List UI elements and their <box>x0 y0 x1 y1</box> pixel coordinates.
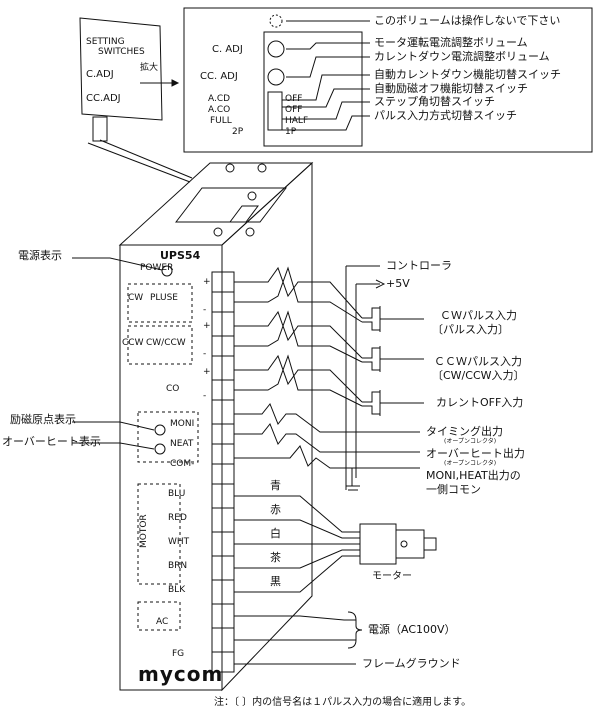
term-brn: BRN <box>168 561 188 571</box>
frame-ground-label: フレームグラウンド <box>362 657 461 670</box>
setting-label: SETTING <box>86 37 125 47</box>
zoom-label: 拡大 <box>140 63 159 73</box>
moni-heat-label-2: 一側コモン <box>426 483 481 496</box>
motor-body <box>359 523 397 565</box>
origin-display-label: 励磁原点表示 <box>10 413 76 426</box>
power-supply-label: 電源（AC100V） <box>368 623 456 636</box>
note-0: このボリュームは操作しないで下さい <box>374 14 561 27</box>
ccw-plus: + <box>203 321 211 331</box>
switch-aco: A.CO <box>208 105 231 115</box>
co-plus: + <box>203 367 211 377</box>
cw-input-sub: 〔パルス入力〕 <box>432 323 509 336</box>
com-label: COM- <box>170 459 195 469</box>
switch-1p: 1P <box>285 127 297 137</box>
driver-top-face <box>118 162 314 246</box>
cc-adj-knob-icon <box>267 68 285 86</box>
ccw-label: CCW <box>122 338 144 348</box>
note-2: カレントダウン電流調整ボリューム <box>374 50 550 63</box>
dip-block-small <box>92 116 108 142</box>
note-6: パルス入力方式切替スイッチ <box>374 109 517 122</box>
cw-input-label: ＣＷパルス入力 <box>440 309 517 322</box>
term-blk: BLK <box>168 585 186 595</box>
wire-white: 白 <box>270 527 281 540</box>
callout-box <box>183 7 593 153</box>
term-red: RED <box>168 513 187 523</box>
term-wht: WHT <box>168 537 190 547</box>
callout-c-adj: C. ADJ <box>212 44 243 55</box>
note-4: 自動励磁オフ機能切替スイッチ <box>374 82 528 95</box>
moni-led-icon <box>154 424 166 436</box>
cw-label: CW <box>128 293 144 303</box>
callout-cc-adj: CC. ADJ <box>200 71 238 82</box>
switch-acd: A.CD <box>208 94 231 104</box>
ac-label: AC <box>156 617 169 627</box>
switch-2p: 2P <box>232 127 244 137</box>
moni-label: MONI <box>170 419 195 429</box>
controller-label: コントローラ <box>386 259 452 272</box>
cw-plus: + <box>203 277 211 287</box>
motor-label: モーター <box>372 571 412 582</box>
switches-label: SWITCHES <box>98 47 145 57</box>
wire-black: 黒 <box>270 575 281 588</box>
neat-led-icon <box>154 443 166 455</box>
ccw-input-sub: 〔CW/CCW入力〕 <box>432 369 525 382</box>
ccw-input-label: ＣＣＷパルス入力 <box>434 355 522 368</box>
power-label: POWER <box>140 263 174 273</box>
wire-brown: 茶 <box>270 551 281 564</box>
note-3: 自動カレントダウン機能切替スイッチ <box>374 68 561 81</box>
v5-label: +5V <box>386 277 410 290</box>
dip-switch-icon <box>267 91 283 131</box>
wire-blue: 青 <box>270 479 281 492</box>
overheat-sub: (オープンコレクタ) <box>444 460 497 467</box>
mycom-logo: mycom <box>138 662 224 686</box>
switch-full: FULL <box>210 116 232 126</box>
terminal-strip <box>211 271 235 673</box>
wire-red: 赤 <box>270 503 281 516</box>
timing-sub: (オープンコレクタ) <box>444 438 497 445</box>
co-label: CO <box>166 384 180 394</box>
trimmer-dashed-icon <box>269 14 283 28</box>
pluse-label: PLUSE <box>150 293 178 303</box>
power-display-label: 電源表示 <box>18 249 62 262</box>
footnote: 注：〔 〕内の信号名は１パルス入力の場合に適用します。 <box>214 697 472 708</box>
switch-panel-outline <box>79 17 163 121</box>
driver-front-face <box>119 244 223 691</box>
switch-half: HALF <box>285 116 309 126</box>
model-label: UPS54 <box>160 249 201 262</box>
moni-heat-label-1: MONI,HEAT出力の <box>426 469 521 482</box>
c-adj-knob-icon <box>267 40 285 58</box>
co-input-label: カレントOFF入力 <box>436 396 524 409</box>
neat-label: NEAT <box>170 439 194 449</box>
note-5: ステップ角切替スイッチ <box>374 95 495 108</box>
term-blu: BLU <box>168 489 186 499</box>
panel-leader-line <box>99 139 193 179</box>
fg-label: FG <box>172 649 185 659</box>
overheat-display-label: オーバーヒート表示 <box>2 435 101 448</box>
cw-minus: - <box>203 305 207 315</box>
motor-vertical-label: MOTOR <box>139 514 149 548</box>
switch-off-1: OFF <box>285 94 303 104</box>
timing-label: タイミング出力 <box>426 425 503 438</box>
overheat-out-label: オーバーヒート出力 <box>426 447 525 460</box>
cw-ccw-label: CW/CCW <box>146 338 186 348</box>
power-led-icon <box>161 265 173 277</box>
cc-adj-label: CC.ADJ <box>86 93 121 104</box>
co-minus: - <box>203 391 207 401</box>
c-adj-label: C.ADJ <box>86 69 114 80</box>
note-1: モータ運転電流調整ボリューム <box>374 36 528 49</box>
switch-off-2: OFF <box>285 105 303 115</box>
ccw-minus: - <box>203 349 207 359</box>
